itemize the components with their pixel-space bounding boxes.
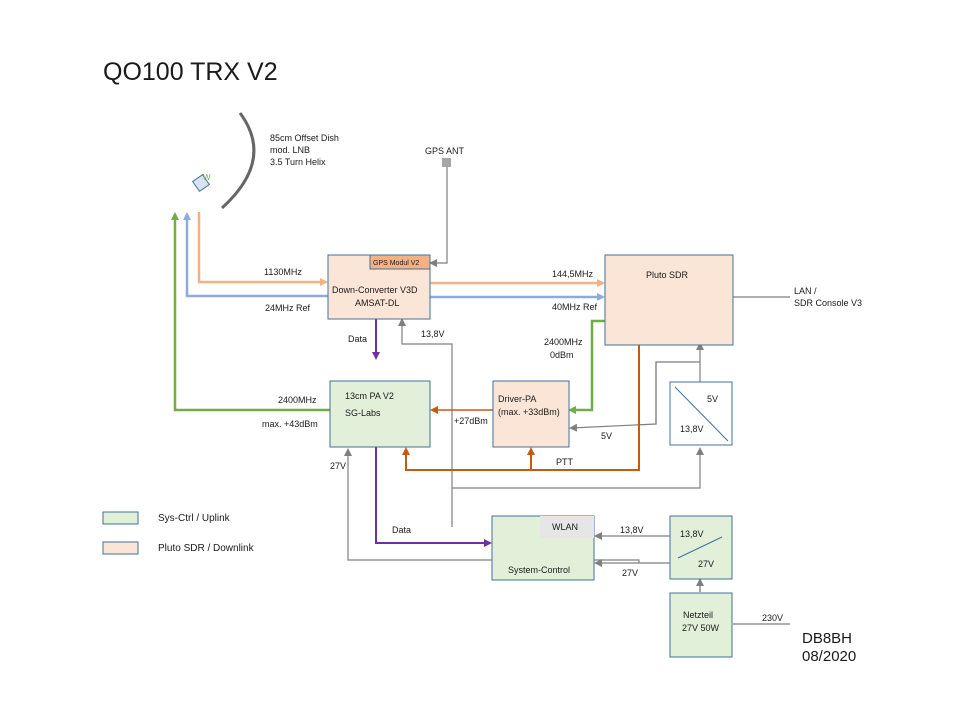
downconverter-block: GPS Modul V2 Down-Converter V3D AMSAT-DL	[327, 254, 431, 320]
label-lan-2: SDR Console V3	[794, 298, 862, 308]
pa-label-2: SG-Labs	[345, 408, 381, 418]
line-138v-dc	[398, 318, 453, 527]
pa-block: 13cm PA V2 SG-Labs	[329, 380, 431, 448]
label-40mhz-ref: 40MHz Ref	[552, 302, 598, 312]
line-1130mhz	[197, 212, 328, 286]
line-2400mhz-pluto	[568, 319, 605, 414]
driver-label-1: Driver-PA	[498, 394, 536, 404]
line-5v-feed	[655, 361, 700, 424]
label-data-dc: Data	[348, 334, 367, 344]
label-138v-sys: 13,8V	[620, 525, 644, 535]
label-0dbm: 0dBm	[550, 350, 574, 360]
downconverter-label-1: Down-Converter V3D	[332, 285, 418, 295]
system-control-block: WLAN System-Control	[491, 515, 595, 581]
dish-label-1: 85cm Offset Dish	[270, 133, 339, 143]
wlan-label: WLAN	[552, 522, 578, 532]
label-data-sys: Data	[392, 525, 411, 535]
connections	[171, 167, 790, 625]
pluto-sdr-label: Pluto SDR	[646, 270, 689, 280]
label-43dbm: max. +43dBm	[262, 419, 318, 429]
label-5v-driver: 5V	[601, 431, 612, 441]
label-144mhz: 144,5MHz	[552, 269, 594, 279]
signature-call: DB8BH	[802, 630, 852, 647]
dish-symbol: W	[191, 112, 256, 210]
page-title: QO100 TRX V2	[103, 58, 278, 86]
power-supply-block: Netzteil 27V 50W	[669, 592, 733, 658]
gps-antenna	[442, 158, 451, 167]
label-27v-sys: 27V	[622, 568, 638, 578]
gps-module-label: GPS Modul V2	[373, 260, 419, 267]
legend-swatch-green	[102, 511, 139, 525]
legend-label-orange: Pluto SDR / Downlink	[158, 543, 255, 554]
reg5v-in: 13,8V	[680, 424, 704, 434]
signature-date: 08/2020	[802, 648, 856, 665]
gps-ant-label: GPS ANT	[425, 146, 465, 156]
line-gps	[429, 167, 448, 267]
regulator-5v-block: 5V 13,8V	[669, 381, 733, 446]
reg27-in: 27V	[698, 559, 714, 569]
label-ptt: PTT	[556, 457, 574, 467]
line-2400mhz-uplink	[171, 212, 330, 412]
pluto-sdr-block: Pluto SDR	[604, 254, 734, 346]
dish-feed-mark: W	[203, 173, 211, 182]
label-27dbm: +27dBm	[454, 416, 488, 426]
label-2400mhz-pluto: 2400MHz	[544, 337, 583, 347]
pa-label-1: 13cm PA V2	[345, 391, 394, 401]
legend-label-green: Sys-Ctrl / Uplink	[158, 513, 231, 524]
reg27-out: 13,8V	[680, 529, 704, 539]
line-ptt	[402, 344, 640, 471]
dish-label-3: 3.5 Turn Helix	[270, 157, 326, 167]
driver-pa-block: Driver-PA (max. +33dBm)	[492, 380, 570, 448]
label-27v-pa: 27V	[330, 461, 346, 471]
label-230v: 230V	[762, 613, 783, 623]
line-138v-bus	[452, 447, 704, 489]
reg5v-out: 5V	[707, 394, 718, 404]
legend-swatch-orange	[102, 541, 139, 555]
psu-label-1: Netzteil	[683, 610, 713, 620]
psu-label-2: 27V 50W	[682, 623, 720, 633]
line-5v-driver	[569, 362, 657, 432]
line-data-sys	[375, 447, 492, 547]
label-138v-dc: 13,8V	[421, 329, 445, 339]
label-1130mhz: 1130MHz	[264, 267, 302, 277]
system-control-label: System-Control	[508, 565, 570, 575]
legend: Sys-Ctrl / Uplink Pluto SDR / Downlink	[102, 511, 255, 555]
driver-label-2: (max. +33dBm)	[498, 407, 560, 417]
label-lan-1: LAN /	[794, 286, 817, 296]
regulator-138v-block: 13,8V 27V	[669, 515, 733, 580]
label-24mhz-ref: 24MHz Ref	[265, 303, 311, 313]
label-2400mhz-pa: 2400MHz	[278, 395, 317, 405]
downconverter-label-2: AMSAT-DL	[355, 298, 399, 308]
line-24mhz-ref	[183, 212, 328, 298]
dish-label-2: mod. LNB	[270, 145, 310, 155]
